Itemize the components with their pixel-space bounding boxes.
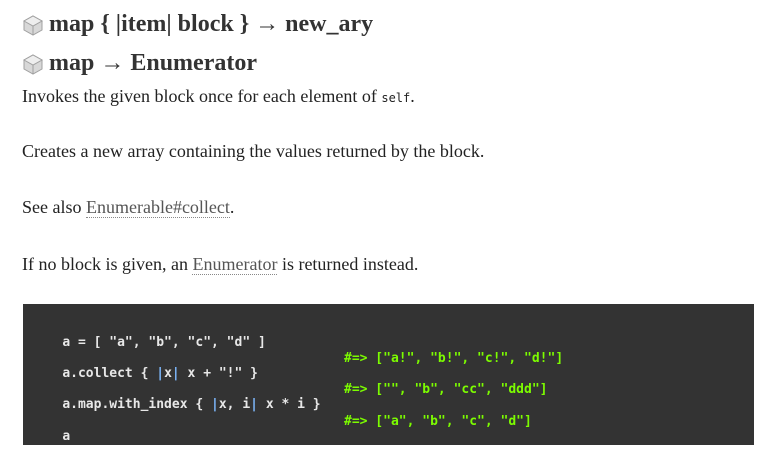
code-text: a = [ "a", "b", "c", "d" ] [62, 335, 266, 350]
code-text: x * i } [258, 397, 321, 412]
text: . [229, 197, 235, 217]
code-line: a.collect { |x| x + "!" } #=> ["a!", "b!… [31, 351, 563, 411]
text: If no block is given, an [22, 254, 193, 274]
link-enumerable-collect[interactable]: Enumerable#collect [85, 197, 230, 218]
code-line: a.map.with_index { |x, i| x * i } #=> ["… [31, 382, 547, 442]
gem-icon [22, 53, 44, 75]
code-text: a [62, 429, 71, 444]
block-param-bar: | [211, 397, 219, 412]
block-param-bar: | [171, 366, 180, 381]
inline-code-self: self [381, 91, 411, 105]
link-enumerator[interactable]: Enumerator [192, 254, 278, 275]
gem-icon [22, 14, 44, 36]
code-line: a #=> ["a", "b", "c", "d"] [31, 414, 532, 474]
code-example-block: a = [ "a", "b", "c", "d" ] a.collect { |… [23, 304, 754, 445]
code-result: #=> ["a!", "b!", "c!", "d!"] [344, 351, 564, 366]
code-result: #=> ["a", "b", "c", "d"] [344, 414, 532, 429]
description-paragraph-see-also: See also Enumerable#collect. [22, 197, 234, 218]
text: . [410, 86, 415, 106]
signature-text: map → Enumerator [49, 50, 257, 76]
signature-text: map { |item| block } → new_ary [49, 11, 374, 37]
method-signature-block: map { |item| block } → new_ary [22, 11, 373, 38]
block-param-bar: | [156, 366, 165, 381]
code-result: #=> ["", "b", "cc", "ddd"] [344, 382, 548, 397]
method-signature-enumerator: map → Enumerator [22, 50, 257, 77]
block-param: x, i [218, 397, 251, 412]
code-text: x + "!" } [179, 366, 258, 381]
description-paragraph-invokes: Invokes the given block once for each el… [22, 86, 415, 107]
block-param: x [164, 366, 172, 381]
code-text: a.collect { [62, 366, 157, 381]
text: Invokes the given block once for each el… [22, 86, 382, 106]
code-line: a = [ "a", "b", "c", "d" ] [31, 320, 266, 365]
block-param-bar: | [250, 397, 258, 412]
code-text: a.map.with_index { [62, 397, 212, 412]
description-paragraph-no-block: If no block is given, an Enumerator is r… [22, 254, 418, 275]
text: is returned instead. [277, 254, 419, 274]
text: See also [22, 197, 86, 217]
description-paragraph-creates: Creates a new array containing the value… [22, 141, 485, 161]
